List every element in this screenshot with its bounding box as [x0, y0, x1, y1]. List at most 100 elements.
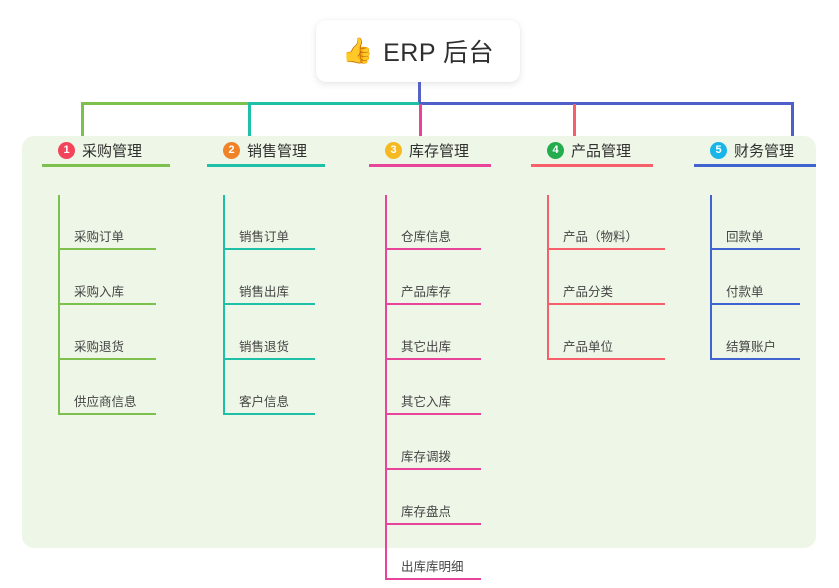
- branch-items-2: 销售订单销售出库销售退货客户信息: [207, 195, 315, 415]
- leaf-item-underline: [547, 248, 665, 250]
- leaf-item-underline: [547, 358, 665, 360]
- branches-panel: 1 采购管理采购订单采购入库采购退货供应商信息 2 销售管理销售订单销售出库销售退货客…: [22, 136, 816, 580]
- leaf-item-label: 回款单: [726, 230, 764, 244]
- leaf-item-underline: [547, 303, 665, 305]
- segment-teal: [248, 102, 419, 105]
- leaf-item-label: 销售出库: [239, 285, 290, 299]
- branch-underline-1: [42, 164, 170, 167]
- leaf-item-label: 库存盘点: [401, 505, 452, 519]
- leaf-item[interactable]: 供应商信息: [58, 360, 156, 415]
- leaf-item[interactable]: 仓库信息: [385, 195, 481, 250]
- leaf-item[interactable]: 库存盘点: [385, 470, 481, 525]
- segment-green: [81, 102, 248, 105]
- leaf-item-underline: [223, 248, 315, 250]
- leaf-item-label: 采购入库: [74, 285, 125, 299]
- leaf-item[interactable]: 回款单: [710, 195, 800, 250]
- leaf-item[interactable]: 销售退货: [223, 305, 315, 360]
- branch-title-3: 库存管理: [409, 142, 470, 160]
- leaf-item-underline: [58, 303, 156, 305]
- branch-spine-5: [710, 195, 712, 360]
- leaf-item[interactable]: 采购入库: [58, 250, 156, 305]
- leaf-item-underline: [385, 413, 481, 415]
- branch-spine-3: [385, 195, 387, 580]
- branch-underline-3: [369, 164, 491, 167]
- leaf-item-label: 采购退货: [74, 340, 125, 354]
- leaf-item[interactable]: 销售出库: [223, 250, 315, 305]
- branch-header-5[interactable]: 5 财务管理: [694, 136, 794, 164]
- leaf-item[interactable]: 库存调拨: [385, 415, 481, 470]
- leaf-item[interactable]: 产品分类: [547, 250, 665, 305]
- branch-header-2[interactable]: 2 销售管理: [207, 136, 307, 164]
- leaf-item-underline: [710, 248, 800, 250]
- leaf-item-label: 客户信息: [239, 395, 290, 409]
- leaf-item-label: 产品库存: [401, 285, 452, 299]
- branch-title-5: 财务管理: [734, 142, 795, 160]
- branch-column-3: 3 库存管理仓库信息产品库存其它出库其它入库库存调拨库存盘点出库库明细: [369, 136, 491, 580]
- drop-col4: [573, 104, 576, 140]
- drop-col5: [791, 104, 794, 140]
- root-node[interactable]: 👍 ERP 后台: [316, 20, 520, 82]
- branch-badge-4: 4: [547, 141, 564, 159]
- leaf-item-label: 仓库信息: [401, 230, 452, 244]
- branch-items-5: 回款单付款单结算账户: [694, 195, 800, 360]
- branch-header-3[interactable]: 3 库存管理: [369, 136, 469, 164]
- branch-title-2: 销售管理: [247, 142, 308, 160]
- leaf-item[interactable]: 付款单: [710, 250, 800, 305]
- leaf-item[interactable]: 产品单位: [547, 305, 665, 360]
- leaf-item[interactable]: 销售订单: [223, 195, 315, 250]
- leaf-item-label: 出库库明细: [401, 560, 464, 574]
- leaf-item-label: 付款单: [726, 285, 764, 299]
- leaf-item[interactable]: 产品（物料）: [547, 195, 665, 250]
- leaf-item-underline: [385, 523, 481, 525]
- leaf-item[interactable]: 其它入库: [385, 360, 481, 415]
- leaf-item-label: 结算账户: [726, 340, 777, 354]
- branch-underline-4: [531, 164, 653, 167]
- leaf-item-underline: [710, 303, 800, 305]
- leaf-item[interactable]: 出库库明细: [385, 525, 481, 580]
- leaf-item[interactable]: 结算账户: [710, 305, 800, 360]
- branch-items-4: 产品（物料） 产品分类产品单位: [531, 195, 665, 360]
- leaf-item-label: 销售订单: [239, 230, 290, 244]
- branch-column-2: 2 销售管理销售订单销售出库销售退货客户信息: [207, 136, 325, 415]
- leaf-item-underline: [223, 303, 315, 305]
- branch-badge-3: 3: [385, 141, 402, 159]
- leaf-item[interactable]: 客户信息: [223, 360, 315, 415]
- leaf-item-underline: [223, 413, 315, 415]
- leaf-item-underline: [58, 413, 156, 415]
- branch-badge-1: 1: [58, 141, 75, 159]
- leaf-item-label: 供应商信息: [74, 395, 137, 409]
- branch-badge-2: 2: [223, 141, 240, 159]
- branch-spine-4: [547, 195, 549, 360]
- leaf-item-underline: [385, 468, 481, 470]
- leaf-item-label: 其它出库: [401, 340, 452, 354]
- branch-header-1[interactable]: 1 采购管理: [42, 136, 142, 164]
- branch-spine-1: [58, 195, 60, 415]
- root-trunk-line: [418, 82, 421, 104]
- leaf-item-underline: [385, 248, 481, 250]
- branch-title-1: 采购管理: [82, 142, 143, 160]
- leaf-item[interactable]: 采购订单: [58, 195, 156, 250]
- leaf-item-label: 产品单位: [563, 340, 614, 354]
- branch-underline-5: [694, 164, 816, 167]
- leaf-item[interactable]: 产品库存: [385, 250, 481, 305]
- segment-blue: [419, 102, 794, 105]
- leaf-item-underline: [385, 358, 481, 360]
- root-node-title: ERP 后台: [383, 39, 495, 67]
- leaf-item-label: 产品（物料）: [563, 230, 639, 244]
- branch-column-5: 5 财务管理回款单付款单结算账户: [694, 136, 816, 360]
- leaf-item-underline: [385, 303, 481, 305]
- leaf-item[interactable]: 采购退货: [58, 305, 156, 360]
- leaf-item[interactable]: 其它出库: [385, 305, 481, 360]
- drop-col2: [248, 104, 251, 140]
- leaf-item-label: 销售退货: [239, 340, 290, 354]
- branch-badge-5: 5: [710, 141, 727, 159]
- leaf-item-underline: [223, 358, 315, 360]
- leaf-item-underline: [58, 358, 156, 360]
- branch-column-1: 1 采购管理采购订单采购入库采购退货供应商信息: [42, 136, 170, 415]
- leaf-item-underline: [710, 358, 800, 360]
- drop-col3: [419, 104, 422, 140]
- branch-spine-2: [223, 195, 225, 415]
